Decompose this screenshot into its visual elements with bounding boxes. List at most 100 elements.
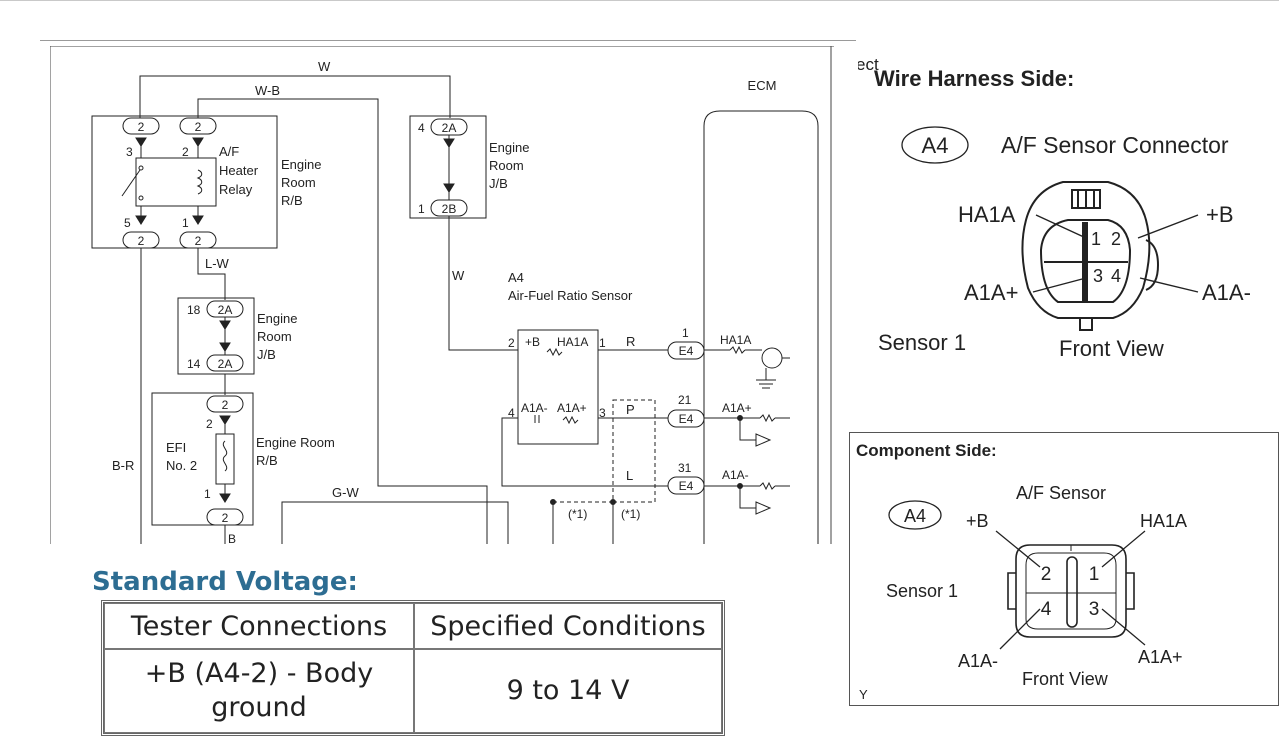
table-row: +B (A4-2) - Body ground 9 to 14 V xyxy=(104,649,722,733)
jb1-box xyxy=(409,115,487,219)
svg-text:P: P xyxy=(626,402,635,417)
svg-text:4: 4 xyxy=(508,406,515,420)
svg-text:5: 5 xyxy=(124,216,131,230)
svg-text:A1A+: A1A+ xyxy=(1138,647,1183,667)
harness-title: Wire Harness Side: xyxy=(874,66,1074,91)
svg-text:2: 2 xyxy=(138,120,145,134)
svg-text:Room: Room xyxy=(489,158,524,173)
svg-text:A4: A4 xyxy=(508,270,524,285)
wire-harness-side-panel: ect Wire Harness Side: A4 A/F Sensor Con… xyxy=(856,50,1279,430)
svg-text:18: 18 xyxy=(187,303,201,317)
svg-text:A/F: A/F xyxy=(219,144,239,159)
svg-text:2: 2 xyxy=(182,145,189,159)
wire-label-w: W xyxy=(318,59,331,74)
component-sensor-name: A/F Sensor xyxy=(1016,483,1106,503)
svg-text:B-R: B-R xyxy=(112,458,134,473)
harness-sensor-label: Sensor 1 xyxy=(878,330,966,355)
svg-text:Engine Room: Engine Room xyxy=(256,435,335,450)
svg-text:No. 2: No. 2 xyxy=(166,458,197,473)
svg-text:Relay: Relay xyxy=(219,182,253,197)
svg-text:HA1A: HA1A xyxy=(1140,511,1187,531)
svg-text:Engine: Engine xyxy=(281,157,321,172)
svg-text:1: 1 xyxy=(1091,229,1101,249)
wire-wb xyxy=(197,98,488,544)
wire-label-wb: W-B xyxy=(255,83,280,98)
svg-text:1: 1 xyxy=(418,202,425,216)
svg-text:A1A-: A1A- xyxy=(722,468,749,482)
top-edge xyxy=(0,0,1279,1)
relay-inner xyxy=(135,157,217,207)
svg-text:2: 2 xyxy=(222,511,229,525)
svg-text:E4: E4 xyxy=(679,412,694,426)
svg-text:4: 4 xyxy=(1111,266,1121,286)
svg-text:E4: E4 xyxy=(679,479,694,493)
svg-text:3: 3 xyxy=(126,145,133,159)
svg-text:EFI: EFI xyxy=(166,440,186,455)
heater-transistor xyxy=(761,347,783,369)
svg-text:A1A+: A1A+ xyxy=(722,401,752,415)
svg-text:L-W: L-W xyxy=(205,256,230,271)
svg-text:G-W: G-W xyxy=(332,485,359,500)
ecm-block xyxy=(703,110,819,544)
svg-text:A4: A4 xyxy=(922,133,949,158)
svg-text:HA1A: HA1A xyxy=(557,335,588,349)
header-specified-conditions: Specified Conditions xyxy=(414,603,722,649)
harness-connector-drawing xyxy=(1021,181,1160,331)
svg-text:R: R xyxy=(626,334,635,349)
svg-text:2A: 2A xyxy=(218,357,233,371)
svg-text:L: L xyxy=(626,468,633,483)
header-tester-connections: Tester Connections xyxy=(104,603,414,649)
svg-text:1: 1 xyxy=(599,336,606,350)
ecm-label: ECM xyxy=(748,78,777,93)
svg-text:R/B: R/B xyxy=(281,193,303,208)
svg-text:4: 4 xyxy=(418,121,425,135)
standard-voltage-title: Standard Voltage: xyxy=(92,567,358,597)
wire-lw xyxy=(197,248,226,300)
svg-text:31: 31 xyxy=(678,461,692,475)
svg-text:1: 1 xyxy=(182,216,189,230)
relay-box xyxy=(91,115,278,249)
svg-text:B: B xyxy=(228,532,236,544)
component-connector-drawing xyxy=(1007,544,1135,638)
svg-text:+B: +B xyxy=(525,335,540,349)
component-connector-id-badge xyxy=(888,500,942,530)
svg-text:Heater: Heater xyxy=(219,163,259,178)
svg-text:2: 2 xyxy=(195,120,202,134)
component-title: Component Side: xyxy=(856,441,997,460)
svg-text:2: 2 xyxy=(1111,229,1121,249)
corner-mark: Y xyxy=(859,687,868,702)
svg-text:Room: Room xyxy=(281,175,316,190)
svg-text:HA1A: HA1A xyxy=(720,333,751,347)
efi-box xyxy=(151,392,254,526)
svg-text:W: W xyxy=(452,268,465,283)
svg-text:+B: +B xyxy=(966,511,989,531)
af-sensor-box xyxy=(517,329,599,445)
table-header-row: Tester Connections Specified Conditions xyxy=(104,603,722,649)
svg-text:Engine: Engine xyxy=(489,140,529,155)
svg-text:A1A-: A1A- xyxy=(1202,280,1251,305)
harness-view-label: Front View xyxy=(1059,336,1164,361)
svg-text:A1A+: A1A+ xyxy=(964,280,1018,305)
svg-text:+B: +B xyxy=(1206,202,1234,227)
wire-w-top xyxy=(139,75,451,118)
svg-text:A1A+: A1A+ xyxy=(557,401,587,415)
svg-text:A1A-: A1A- xyxy=(521,401,548,415)
divider-line xyxy=(40,40,856,41)
svg-text:14: 14 xyxy=(187,357,201,371)
svg-text:3: 3 xyxy=(1089,599,1100,620)
svg-text:2: 2 xyxy=(508,336,515,350)
cell-condition: 9 to 14 V xyxy=(414,649,722,733)
svg-text:4: 4 xyxy=(1041,599,1052,620)
cell-connection: +B (A4-2) - Body ground xyxy=(104,649,414,733)
svg-text:Engine: Engine xyxy=(257,311,297,326)
svg-text:3: 3 xyxy=(1093,266,1103,286)
svg-text:2A: 2A xyxy=(442,121,457,135)
svg-text:(*1): (*1) xyxy=(568,507,587,521)
svg-text:2A: 2A xyxy=(218,303,233,317)
svg-text:2: 2 xyxy=(138,234,145,248)
svg-text:HA1A: HA1A xyxy=(958,202,1016,227)
svg-text:1: 1 xyxy=(204,487,211,501)
svg-text:2: 2 xyxy=(206,417,213,431)
connector-name: A/F Sensor Connector xyxy=(1001,132,1229,158)
wiring-schematic: ECM W W-B 2 2 2 2 3 2 5 1 A/F Heater Rel… xyxy=(49,45,834,546)
